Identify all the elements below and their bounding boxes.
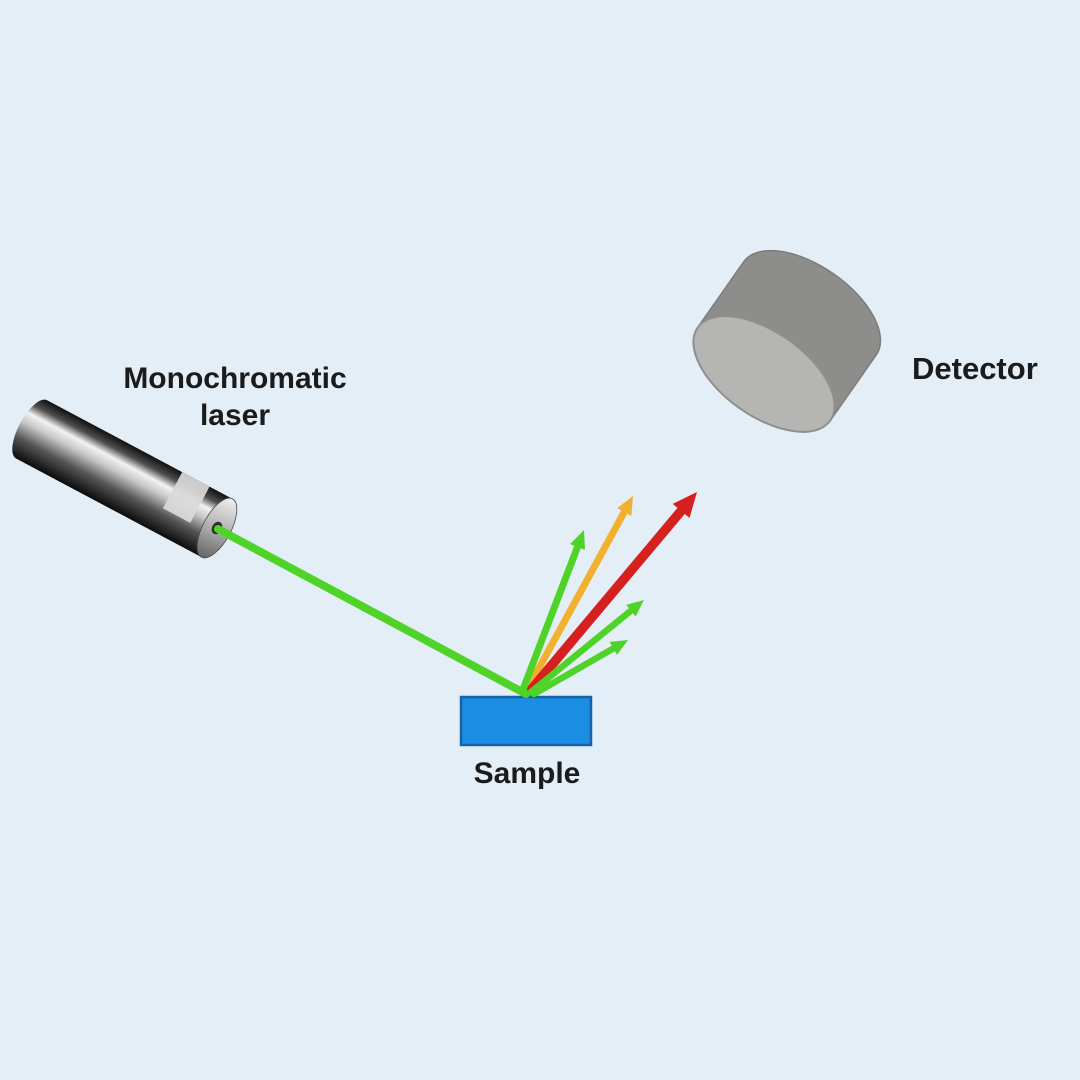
scattered-beam-green-mid-arrowhead <box>626 600 644 617</box>
scattered-beam-green-low <box>530 645 617 698</box>
laser-highlight-band <box>162 472 210 523</box>
scattered-beam-orange-arrowhead <box>617 496 633 516</box>
scattered-beam-green-up <box>518 543 581 696</box>
scattered-beam-green-low-arrowhead <box>609 640 628 655</box>
detector-face <box>692 315 836 433</box>
scattered-beam-orange <box>523 508 628 694</box>
detector-device <box>692 249 882 433</box>
sample-slab <box>459 695 593 747</box>
laser-label: Monochromatic laser <box>85 360 385 434</box>
laser-label-line2: laser <box>199 399 271 432</box>
scattered-beam-green-mid <box>527 607 635 696</box>
scattered-beam-green-up-arrowhead <box>569 530 586 550</box>
laser-body <box>16 400 233 558</box>
scattered-beam-red <box>525 506 686 696</box>
detector-label: Detector <box>912 351 1038 386</box>
sample-label: Sample <box>473 757 581 790</box>
incident-laser-beam <box>214 525 530 698</box>
beams-layer <box>214 492 697 698</box>
laser-label-line1: Monochromatic <box>123 362 347 395</box>
scattered-beam-red-arrowhead <box>672 492 697 518</box>
